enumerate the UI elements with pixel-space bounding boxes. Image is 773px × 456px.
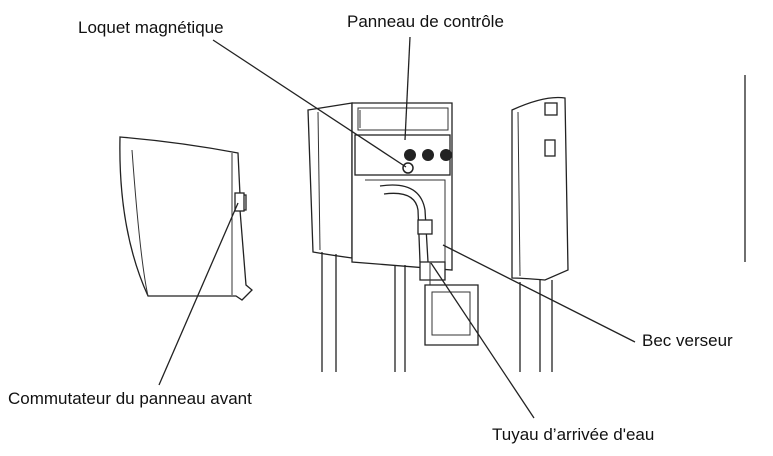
front-panel-switch-shape xyxy=(234,192,245,212)
machine-illustration xyxy=(307,75,746,372)
label-front-panel-switch: Commutateur du panneau avant xyxy=(8,389,252,408)
label-control-panel: Panneau de contrôle xyxy=(347,12,504,31)
label-spout: Bec verseur xyxy=(642,331,733,350)
leader-water-hose xyxy=(430,262,535,419)
control-button-2 xyxy=(422,149,434,161)
control-button-1 xyxy=(404,149,416,161)
magnetic-latch-shape xyxy=(402,162,414,174)
label-magnetic-latch: Loquet magnétique xyxy=(78,18,224,37)
leader-spout xyxy=(442,244,636,343)
leader-control-panel xyxy=(404,36,411,141)
front-panel-illustration xyxy=(119,136,253,301)
label-water-inlet-hose: Tuyau d’arrivée d'eau xyxy=(492,425,655,444)
leader-magnetic-latch xyxy=(212,39,407,168)
leader-front-panel-switch xyxy=(158,202,239,386)
leader-lines xyxy=(158,36,636,419)
control-button-3 xyxy=(440,149,452,161)
